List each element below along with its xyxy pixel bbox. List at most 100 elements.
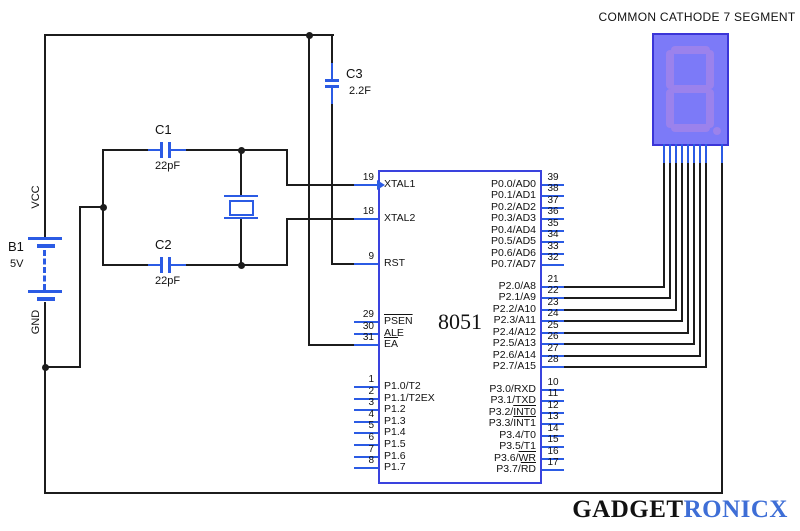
wire-xtal1-net-horizontal [286, 184, 360, 186]
pin-label-text: P2.5/A13 [492, 337, 536, 350]
pin-label-overline: EA [384, 338, 399, 350]
wire-ea-net-horizontal [308, 344, 360, 346]
pin-number: 12 [547, 399, 559, 411]
c2-plate [168, 257, 171, 273]
pin-label-text: P3.2/ [488, 405, 514, 418]
pin-label: P3.3/INT1 [400, 417, 536, 430]
pin-number: 38 [547, 183, 559, 195]
chip-pin-stub-right [542, 354, 564, 357]
pin-label: P2.5/A13 [400, 337, 536, 350]
wire-gnd-branch-h1 [79, 206, 104, 208]
wire-c1-wire-left [102, 149, 149, 151]
pin-label-text: P1.4 [384, 426, 406, 439]
chip-pin-stub-right [542, 366, 564, 369]
crystal-body [229, 200, 254, 216]
wire-xtal1-net-vertical [286, 149, 288, 186]
junction-dot [238, 262, 245, 269]
pin-label: P1.0/T2 [384, 380, 421, 393]
pin-label: P2.0/A8 [400, 280, 536, 293]
segment-wire-horizontal [564, 343, 695, 346]
pin-label-text: P2.4/A12 [492, 325, 536, 338]
pin-label-text: P0.7/AD7 [491, 258, 536, 271]
wire-cathode-to-gnd-vertical [721, 162, 723, 493]
c3-plate [325, 85, 339, 88]
segment-wire-vertical [699, 162, 701, 357]
chip-pin-stub-right [542, 218, 564, 221]
c2-pin-left [148, 264, 161, 266]
pin-number: 2 [368, 385, 374, 397]
segment-wire-horizontal [564, 286, 665, 288]
pin-label: P1.7 [384, 461, 406, 474]
pin-number: 15 [547, 434, 559, 446]
c3-plate [325, 79, 339, 82]
pin-label-text: P1.1/T2EX [384, 391, 435, 404]
pin-label: P1.3 [384, 415, 406, 428]
pin-label: P0.2/AD2 [400, 201, 536, 214]
segment-wire-horizontal [564, 308, 677, 311]
pin-number: 23 [547, 296, 559, 308]
pin-label-text: P3.5/T1 [499, 440, 536, 453]
pin-label-text: P1.6 [384, 449, 406, 462]
pin-label-text: P1.2 [384, 403, 406, 416]
pin-label-text: XTAL2 [384, 212, 416, 224]
pin-label: P0.3/AD3 [400, 212, 536, 225]
c2-value-label: 22pF [155, 275, 181, 287]
display-pin-stub [693, 144, 695, 163]
pin-label: RST [384, 257, 405, 270]
pin-label-text: P2.6/A14 [492, 348, 536, 361]
pin-label: P3.6/WR [400, 452, 536, 465]
pin-label-text: P0.1/AD1 [491, 189, 536, 202]
junction-dot [238, 147, 245, 154]
c1-ref-label: C1 [155, 122, 172, 137]
pin-label: P0.6/AD6 [400, 247, 536, 260]
crystal-plate-bottom [224, 217, 258, 219]
battery-plate-short [37, 244, 55, 248]
pin-label-text: P0.2/AD2 [491, 200, 536, 213]
c1-pin-right [171, 149, 186, 151]
pin-label-overline: PSEN [384, 315, 413, 327]
pin-number: 10 [547, 377, 559, 388]
chip-pin-stub-right [542, 400, 564, 403]
pin-number: 17 [547, 457, 559, 469]
segment-wire-horizontal [564, 297, 671, 300]
pin-number: 14 [547, 422, 559, 434]
pin-label-text: P0.4/AD4 [491, 223, 536, 236]
chip-pin-stub-right [542, 206, 564, 209]
pin-label-text: RST [384, 257, 405, 269]
segment-wire-vertical [663, 162, 665, 288]
logo-black-text: GADGET [572, 496, 684, 523]
chip-pin-stub-right [542, 308, 564, 311]
segment-f [666, 50, 674, 89]
chip-pin-stub-right [542, 195, 564, 198]
pin-number: 25 [547, 319, 559, 331]
chip-pin-stub-right [542, 241, 564, 244]
pin-number: 9 [368, 251, 374, 262]
pin-number: 1 [368, 374, 374, 385]
segment-wire-horizontal [564, 366, 707, 369]
pin-label: P1.5 [384, 438, 406, 451]
chip-pin-stub-right [542, 320, 564, 323]
chip-pin-stub-right [542, 411, 564, 414]
segment-wire-horizontal [564, 320, 683, 323]
chip-pin-stub-left [354, 332, 378, 335]
chip-pin-stub-right [542, 184, 564, 186]
chip-pin-stub-left [354, 218, 378, 220]
display-pin-stub [681, 144, 683, 163]
pin-number: 13 [547, 411, 559, 423]
pin-label: ALE [384, 327, 404, 340]
pin-label-text: P3.0/RXD [489, 383, 536, 395]
pin-label-text: P3.3/ [488, 417, 514, 430]
pin-number: 24 [547, 308, 559, 320]
segment-wire-horizontal [564, 331, 689, 334]
chip-pin-stub-right [542, 446, 564, 449]
pin-label: P0.1/AD1 [400, 189, 536, 202]
pin-label: P3.5/T1 [400, 440, 536, 453]
wire-c2-wire-right [184, 264, 288, 266]
vcc-rail-label: VCC [30, 185, 42, 209]
pin-label-text: P3.6/ [493, 451, 519, 464]
pin-label-text: P0.0/AD0 [491, 178, 536, 190]
pin-label: P0.5/AD5 [400, 235, 536, 248]
pin-number: 18 [362, 206, 374, 217]
pin-label-text: P3.4/T0 [499, 428, 536, 441]
